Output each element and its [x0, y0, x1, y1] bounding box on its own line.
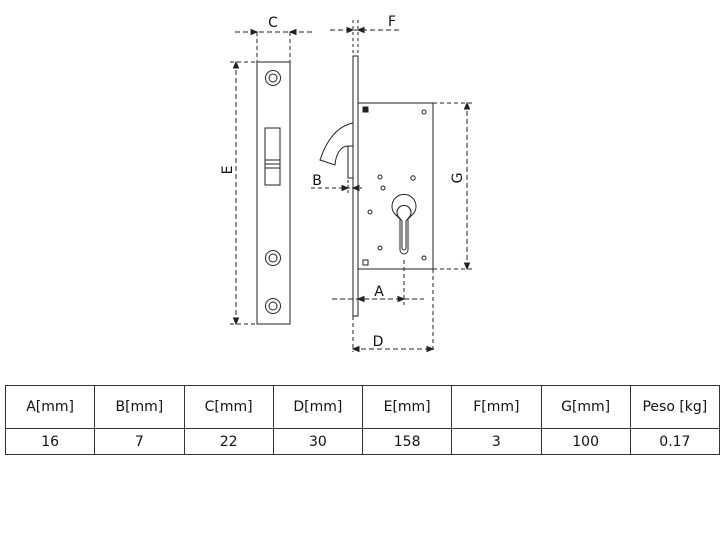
cell-d: 30 [272, 428, 364, 455]
dimension-b [311, 175, 362, 193]
dimension-f [330, 20, 400, 56]
cell-a: 16 [4, 428, 96, 455]
header-b: B[mm] [94, 385, 185, 429]
header-d: D[mm] [272, 385, 364, 429]
header-weight: Peso [kg] [629, 385, 721, 429]
cell-c: 22 [183, 428, 274, 455]
dimension-d [351, 269, 435, 353]
dim-label-b: B [312, 173, 322, 189]
dim-label-e: E [220, 166, 236, 175]
dimension-e [230, 60, 257, 326]
header-e: E[mm] [361, 385, 453, 429]
cell-weight: 0.17 [629, 428, 721, 455]
lock-technical-drawing: C F E G B A D [220, 14, 472, 353]
header-g: G[mm] [540, 385, 631, 429]
cell-e: 158 [361, 428, 453, 455]
cell-f: 3 [451, 428, 542, 455]
dim-label-a: A [374, 284, 384, 300]
dim-label-c: C [268, 15, 278, 31]
dim-label-d: D [373, 334, 384, 350]
table-header-row: A[mm] B[mm] C[mm] D[mm] E[mm] F[mm] G[mm… [4, 385, 721, 429]
header-c: C[mm] [183, 385, 274, 429]
header-f: F[mm] [451, 385, 542, 429]
table-row: 16 7 22 30 158 3 100 0.17 [4, 428, 721, 455]
dimension-c [235, 28, 312, 62]
dim-label-g: G [450, 173, 466, 184]
lock-body-side-view [319, 55, 434, 317]
dimension-a [332, 260, 424, 305]
dimension-spec-table: A[mm] B[mm] C[mm] D[mm] E[mm] F[mm] G[mm… [4, 385, 721, 455]
header-a: A[mm] [4, 385, 96, 429]
dim-label-f: F [388, 14, 396, 30]
cell-b: 7 [94, 428, 185, 455]
faceplate-front-view [256, 61, 291, 325]
dimension-g [433, 101, 472, 271]
cell-g: 100 [540, 428, 631, 455]
